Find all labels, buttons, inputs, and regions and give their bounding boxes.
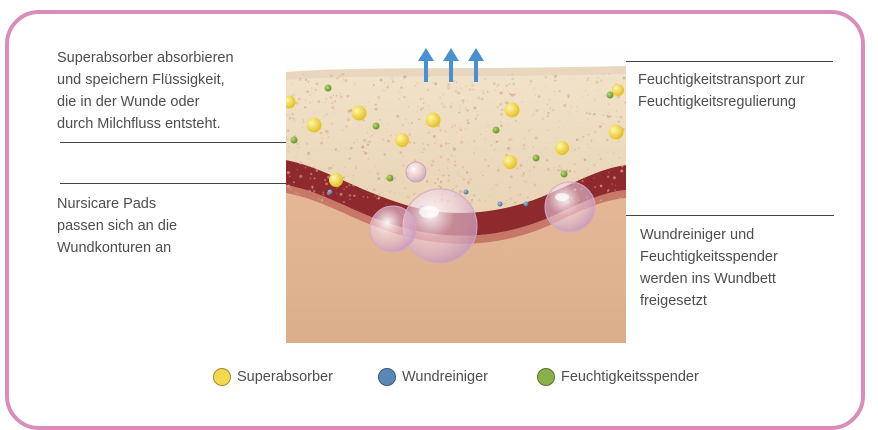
feuchtigkeitsspender-particle (373, 123, 380, 130)
transport-line-2: Feuchtigkeitsregulierung (638, 91, 805, 113)
feuchtigkeitsspender-particle (607, 92, 614, 99)
release-description: Wundreiniger und Feuchtigkeitsspender we… (640, 224, 778, 312)
release-line-4: freigesetzt (640, 290, 778, 312)
wundreiniger-particle (328, 190, 333, 195)
superabsorber-particle (307, 118, 322, 133)
feuchtigkeitsspender-particle (533, 155, 540, 162)
transport-line-1: Feuchtigkeitstransport zur (638, 69, 805, 91)
superabsorber-line-1: Superabsorber absorbieren (57, 47, 234, 69)
legend-item-feuchtigkeitsspender: Feuchtigkeitsspender (537, 368, 699, 386)
bubble-highlight (419, 206, 439, 218)
superabsorber-particle (505, 103, 520, 118)
green-dot-icon (537, 368, 555, 386)
legend-item-wundreiniger: Wundreiniger (378, 368, 488, 386)
superabsorber-particle (503, 155, 517, 169)
legend-item-superabsorber: Superabsorber (213, 368, 333, 386)
feuchtigkeitsspender-particle (561, 171, 568, 178)
superabsorber-particle (609, 125, 624, 140)
superabsorber-particle (352, 106, 367, 121)
yellow-dot-icon (213, 368, 231, 386)
superabsorber-particle (329, 173, 343, 187)
superabsorber-particle (555, 141, 569, 155)
feuchtigkeitsspender-particle (493, 127, 500, 134)
feuchtigkeitsspender-particle (291, 137, 298, 144)
moisture-arrows (418, 48, 484, 82)
superabsorber-line-4: durch Milchfluss entsteht. (57, 113, 234, 135)
transport-description: Feuchtigkeitstransport zur Feuchtigkeits… (638, 69, 805, 113)
superabsorber-particle (426, 113, 441, 128)
pads-line-1: Nursicare Pads (57, 193, 177, 215)
pads-description: Nursicare Pads passen sich an die Wundko… (57, 193, 177, 259)
release-line-3: werden ins Wundbett (640, 268, 778, 290)
release-line-1: Wundreiniger und (640, 224, 778, 246)
right-bubble (545, 182, 595, 232)
blue-dot-icon (378, 368, 396, 386)
medium-bubble (370, 206, 416, 252)
legend: Superabsorber Wundreiniger Feuchtigkeits… (0, 368, 878, 392)
feuchtigkeitsspender-particle (387, 175, 394, 182)
superabsorber-description: Superabsorber absorbieren und speichern … (57, 47, 234, 135)
bubble-highlight (555, 193, 569, 201)
legend-label: Wundreiniger (402, 369, 488, 385)
release-line-2: Feuchtigkeitsspender (640, 246, 778, 268)
wundreiniger-particle (498, 202, 503, 207)
pads-line-3: Wundkonturen an (57, 237, 177, 259)
superabsorber-line-3: die in der Wunde oder (57, 91, 234, 113)
feuchtigkeitsspender-particle (325, 85, 332, 92)
pads-line-2: passen sich an die (57, 215, 177, 237)
legend-label: Feuchtigkeitsspender (561, 369, 699, 385)
superabsorber-particle (395, 133, 409, 147)
wundreiniger-particle (524, 202, 529, 207)
small-bubble (406, 162, 426, 182)
wound-pad-illustration (286, 40, 626, 343)
wundreiniger-particle (464, 190, 469, 195)
legend-label: Superabsorber (237, 369, 333, 385)
superabsorber-particle (612, 84, 624, 96)
superabsorber-line-2: und speichern Flüssigkeit, (57, 69, 234, 91)
